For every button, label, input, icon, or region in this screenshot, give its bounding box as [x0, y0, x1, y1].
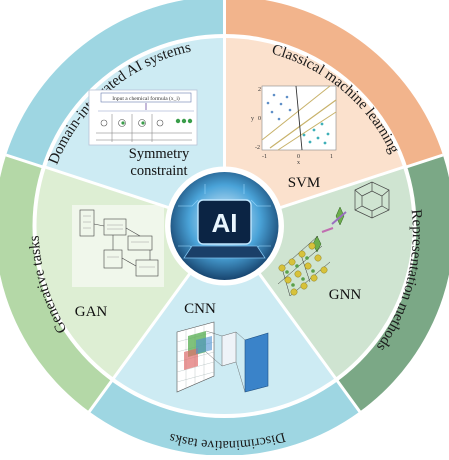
svm-ylabel: y [251, 116, 254, 122]
gan-label: GAN [75, 304, 108, 320]
svm-label: SVM [288, 175, 321, 191]
svm-ytick-top: 2 [258, 87, 261, 93]
svm-ytick-bottom: -2 [255, 145, 260, 151]
symmetry-label-line2: constraint [130, 163, 187, 179]
symmetry-label-line1: Symmetry [129, 146, 190, 162]
gnn-label: GNN [329, 287, 362, 303]
svm-ytick-mid: 0 [258, 116, 261, 122]
ai-hub: AI [167, 168, 283, 284]
svm-xtick-left: -1 [262, 154, 267, 160]
gan-flowchart-figure [72, 205, 164, 287]
symmetry-panel-caption: Input a chemical formula (x_i) [112, 95, 180, 102]
cnn-label: CNN [184, 301, 216, 317]
symmetry-figure: Input a chemical formula (x_i) [89, 90, 197, 145]
ai-chip-label: AI [212, 208, 238, 238]
svm-xtick-right: 1 [330, 154, 333, 160]
svm-xlabel: x [297, 160, 300, 166]
